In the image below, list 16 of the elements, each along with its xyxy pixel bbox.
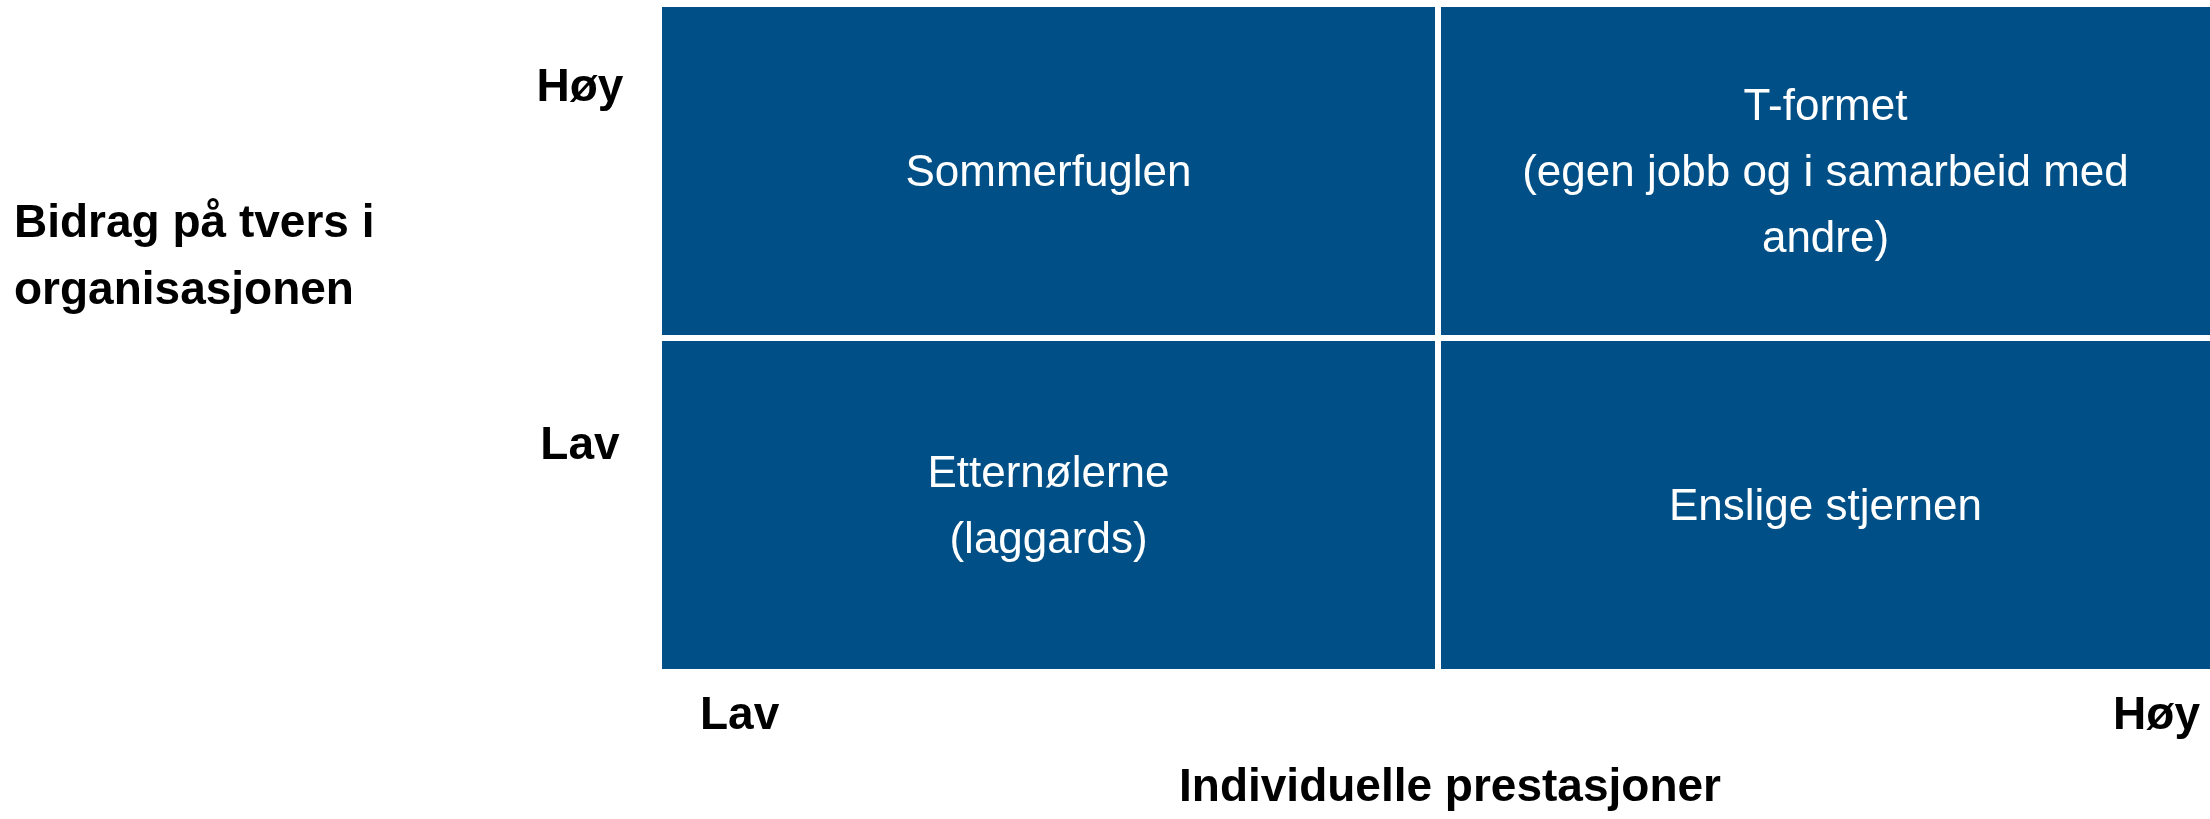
quadrant-label: Enslige stjernen bbox=[1668, 479, 1983, 531]
quadrant-box bbox=[1441, 341, 2210, 669]
axis-tick-label: Høy bbox=[2112, 686, 2200, 741]
axis-tick-label: Høy bbox=[535, 58, 625, 113]
quadrant-label: (laggards) bbox=[949, 512, 1148, 564]
axis-tick-label: Lav bbox=[539, 416, 621, 471]
axis-title: Individuelle prestasjoner bbox=[1178, 758, 1722, 813]
axis-title: Bidrag på tvers i organisasjonen bbox=[14, 194, 376, 316]
quadrant-label: Sommerfuglen bbox=[905, 145, 1192, 197]
quadrant-box bbox=[662, 341, 1435, 669]
quadrant-box bbox=[662, 7, 1435, 335]
quadrant-label: (egen jobb og i samarbeid med andre) bbox=[1521, 145, 2130, 263]
quadrant-label: Etternølerne bbox=[927, 446, 1170, 498]
quadrant-box bbox=[1441, 7, 2210, 335]
quadrant-label: T-formet bbox=[1743, 79, 1908, 131]
axis-tick-label: Lav bbox=[700, 686, 781, 741]
